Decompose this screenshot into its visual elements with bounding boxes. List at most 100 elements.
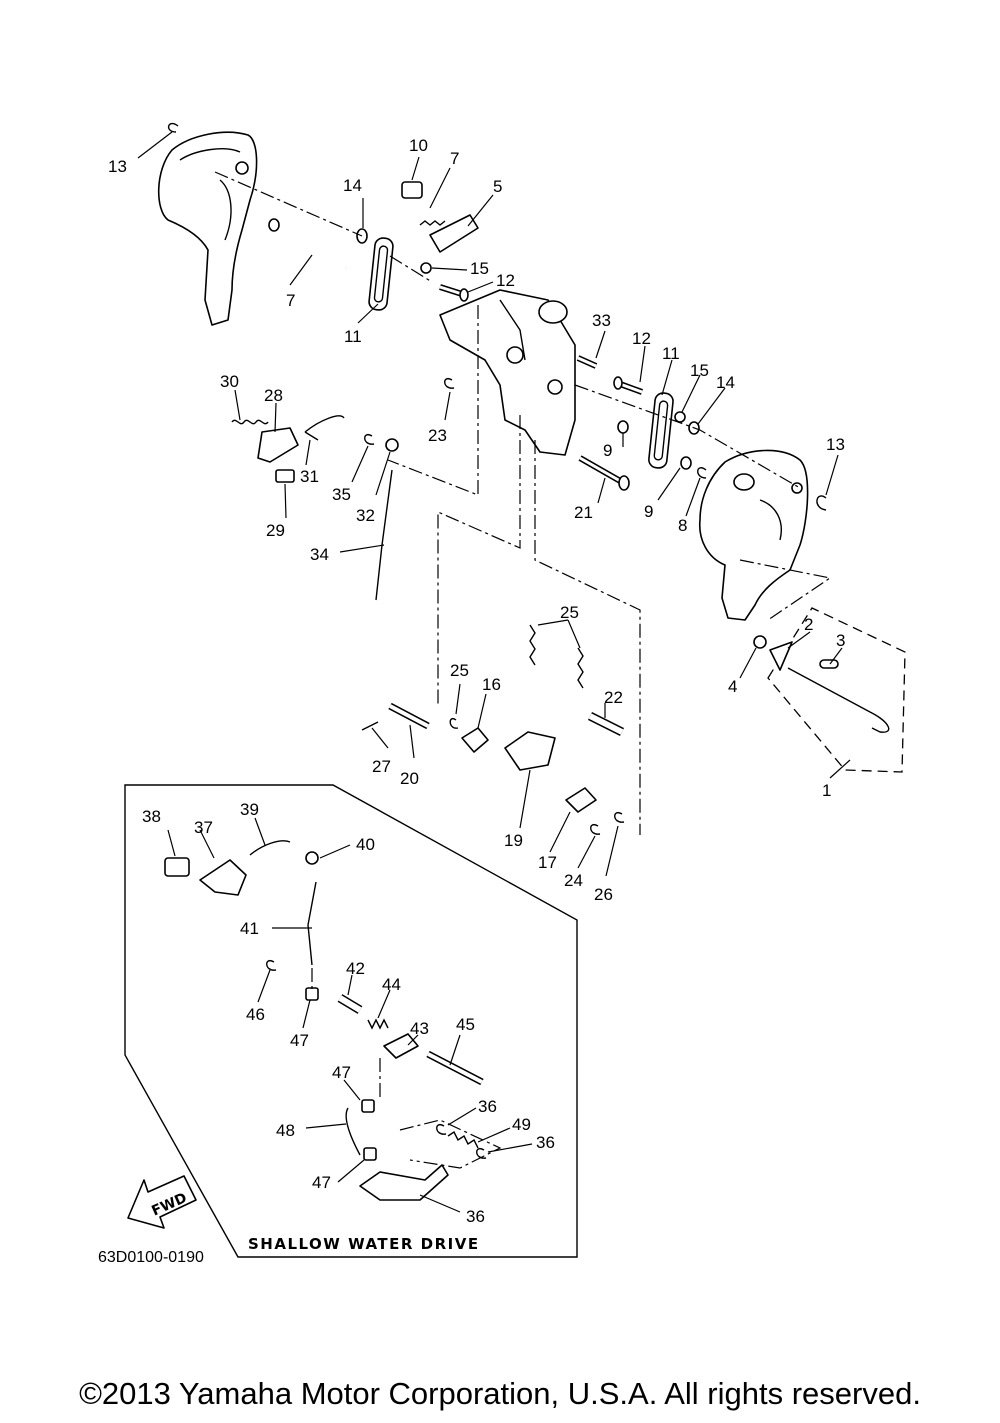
callout-44: 44: [382, 975, 401, 994]
callout-6: 7: [450, 149, 459, 168]
nut-4: [753, 635, 767, 649]
spring-29: [231, 419, 269, 425]
rod-41: [307, 881, 317, 966]
callout-2: 2: [804, 615, 813, 634]
left-clamp-bracket: [157, 131, 258, 326]
clip-22: [444, 378, 455, 389]
callout-37: 37: [194, 818, 213, 837]
callout-42: 42: [346, 959, 365, 978]
spring-6: [419, 220, 446, 226]
plate-27: [257, 427, 299, 463]
callout-10: 10: [409, 136, 428, 155]
callout-27: 28: [264, 386, 283, 405]
stopper-35: [359, 1164, 449, 1201]
callout-20: 21: [574, 503, 593, 522]
collar-31: [385, 438, 399, 452]
callout-11a: 11: [344, 327, 362, 346]
washer-9-a: [617, 420, 629, 434]
spring-44: [367, 1018, 389, 1030]
bracket-17: [565, 787, 597, 813]
callout-7: 7: [286, 291, 295, 310]
bracket-16: [461, 727, 489, 753]
callout-15a: 15: [470, 259, 489, 278]
rod-1: [787, 667, 890, 733]
forward-arrow: FWD: [127, 1175, 197, 1229]
clip-25-lower: [614, 812, 625, 823]
callout-19: 20: [400, 769, 419, 788]
shallow-water-drive-box: [124, 784, 578, 1258]
bolt-32: [576, 355, 598, 369]
block-10: [401, 181, 423, 199]
callout-25a: 25: [450, 661, 469, 680]
pin-19: [388, 702, 430, 730]
drawing-code: 63D0100-0190: [98, 1249, 204, 1266]
callout-22: 23: [428, 426, 447, 445]
callout-23: 24: [564, 871, 583, 890]
callout-34: 35: [332, 485, 351, 504]
callout-labels: 13 14 10 7 5 15 12 7 11 33 12 11 15 14 1…: [108, 136, 845, 1226]
bolt-12-right: [613, 376, 644, 395]
bolt-20: [578, 455, 630, 491]
collar-47-lower: [363, 1147, 377, 1161]
callout-4: 4: [728, 677, 737, 696]
tilt-link-11-right: [648, 392, 674, 469]
callout-14a: 14: [343, 176, 362, 195]
callout-11b: 11: [662, 344, 680, 363]
callout-47a: 47: [290, 1031, 309, 1050]
tiller-assembly-box: [767, 607, 906, 773]
callout-26: 27: [372, 757, 391, 776]
callout-35: 36: [466, 1207, 485, 1226]
callout-36b: 36: [536, 1133, 555, 1152]
callout-29: 30: [220, 372, 239, 391]
e-clip-13-right: [816, 495, 827, 511]
clip-36-upper: [436, 1124, 447, 1135]
callout-12a: 12: [496, 271, 515, 290]
block-28: [275, 469, 295, 483]
bolt-12-left: [439, 284, 469, 302]
callout-46: 46: [246, 1005, 265, 1024]
copyright-notice: ©2013 Yamaha Motor Corporation, U.S.A. A…: [79, 1376, 921, 1411]
spring-24-right: [577, 647, 584, 689]
clip-23: [590, 824, 601, 835]
clip-34: [364, 434, 375, 445]
wire-30: [304, 415, 345, 441]
callout-5: 5: [493, 177, 502, 196]
pin-3: [819, 659, 839, 669]
leader-lines: [137, 131, 851, 1213]
callout-39: 39: [240, 800, 259, 819]
callout-3: 3: [836, 631, 845, 650]
nut-15-right: [674, 411, 686, 423]
callout-43: 43: [410, 1019, 429, 1038]
callout-48: 48: [276, 1121, 295, 1140]
callout-9b: 9: [644, 502, 653, 521]
callout-21: 22: [604, 688, 623, 707]
spring-24-left: [529, 624, 536, 666]
plate-2: [769, 641, 793, 671]
callout-49: 49: [512, 1115, 531, 1134]
subassembly-label: SHALLOW WATER DRIVE: [248, 1235, 480, 1253]
callout-17: 17: [538, 853, 557, 872]
callout-13b: 13: [826, 435, 845, 454]
callout-25b: 26: [594, 885, 613, 904]
collar-40: [305, 851, 319, 865]
callout-18: 19: [504, 831, 523, 850]
shaft-42: [337, 994, 363, 1014]
nut-15-left: [420, 262, 432, 274]
clip-46: [266, 960, 277, 971]
collar-47-middle: [361, 1099, 375, 1113]
callout-30: 31: [300, 467, 319, 486]
callout-1: 1: [822, 781, 831, 800]
callout-14b: 14: [716, 373, 735, 392]
wire-39: [249, 840, 291, 856]
clip-36-lower: [476, 1148, 487, 1159]
callout-16: 16: [482, 675, 501, 694]
washer-9-b: [680, 456, 692, 470]
lever-5: [429, 214, 479, 253]
clip-25-upper: [449, 718, 459, 729]
callout-45: 45: [456, 1015, 475, 1034]
stopper-18: [504, 731, 556, 771]
plate-37: [199, 859, 247, 896]
callout-32: 33: [592, 311, 611, 330]
callout-41: 41: [240, 919, 259, 938]
